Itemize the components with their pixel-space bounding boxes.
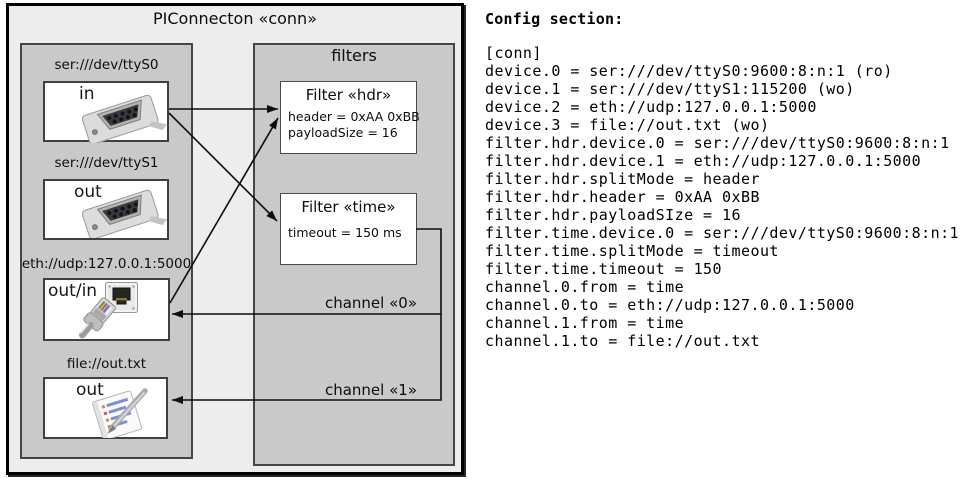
filter-prop: timeout = 150 ms: [288, 225, 402, 240]
config-line: filter.time.device.0 = ser:///dev/ttyS0:…: [485, 224, 960, 242]
device-label-eth: eth://udp:127.0.0.1:5000: [21, 256, 192, 272]
config-line: channel.1.from = time: [485, 314, 685, 332]
config-line: [conn]: [485, 44, 542, 62]
device-label-file: file://out.txt: [66, 356, 147, 372]
device-direction: out: [76, 380, 104, 400]
filter-prop: header = 0xAA 0xBB: [288, 109, 420, 124]
device-label-ttys0: ser:///dev/ttyS0: [54, 57, 159, 73]
serial-db9-icon: [81, 189, 167, 238]
config-line: channel.0.to = eth://udp:127.0.0.1:5000: [485, 296, 855, 314]
config-heading: Config section:: [485, 10, 624, 28]
device-box-ttys0: in: [43, 81, 169, 143]
notepad-pen-icon: [92, 388, 148, 438]
config-line: filter.hdr.splitMode = header: [485, 170, 760, 188]
channel-1-label: channel «1»: [324, 381, 417, 399]
filter-title: Filter «time»: [301, 198, 396, 216]
device-box-file: out: [43, 377, 168, 439]
serial-db9-icon: [81, 94, 167, 143]
filter-title: Filter «hdr»: [305, 86, 392, 104]
config-line: filter.hdr.device.1 = eth://udp:127.0.0.…: [485, 152, 922, 170]
config-line: filter.hdr.header = 0xAA 0xBB: [485, 188, 760, 206]
device-box-eth: out/in: [43, 278, 170, 341]
filter-box-time: Filter «time» timeout = 150 ms: [280, 193, 417, 265]
filter-prop: payloadSize = 16: [288, 125, 398, 140]
filters-group-title: filters: [331, 46, 377, 65]
config-line: filter.time.timeout = 150: [485, 260, 723, 278]
config-line: device.3 = file://out.txt (wo): [485, 116, 770, 134]
config-line: channel.0.from = time: [485, 278, 685, 296]
config-lines: [conn] device.0 = ser:///dev/ttyS0:9600:…: [485, 44, 959, 350]
config-line: filter.time.splitMode = timeout: [485, 242, 779, 260]
config-line: device.2 = eth://udp:127.0.0.1:5000: [485, 98, 817, 116]
device-direction: in: [79, 84, 95, 104]
ethernet-plug-icon: [78, 297, 116, 339]
config-line: device.1 = ser:///dev/ttyS1:115200 (wo): [485, 80, 855, 98]
filter-box-hdr: Filter «hdr» header = 0xAA 0xBB payloadS…: [280, 81, 420, 154]
device-direction: out: [74, 182, 102, 202]
diagram-title: PIConnecton «conn»: [153, 9, 317, 28]
channel-0-label: channel «0»: [324, 294, 417, 312]
device-label-ttys1: ser:///dev/ttyS1: [54, 155, 159, 171]
config-line: filter.hdr.device.0 = ser:///dev/ttyS0:9…: [485, 134, 950, 152]
device-box-ttys1: out: [43, 179, 169, 240]
config-line: channel.1.to = file://out.txt: [485, 332, 760, 350]
config-line: device.0 = ser:///dev/ttyS0:9600:8:n:1 (…: [485, 62, 893, 80]
device-direction: out/in: [48, 281, 98, 301]
config-line: filter.hdr.payloadSIze = 16: [485, 206, 741, 224]
